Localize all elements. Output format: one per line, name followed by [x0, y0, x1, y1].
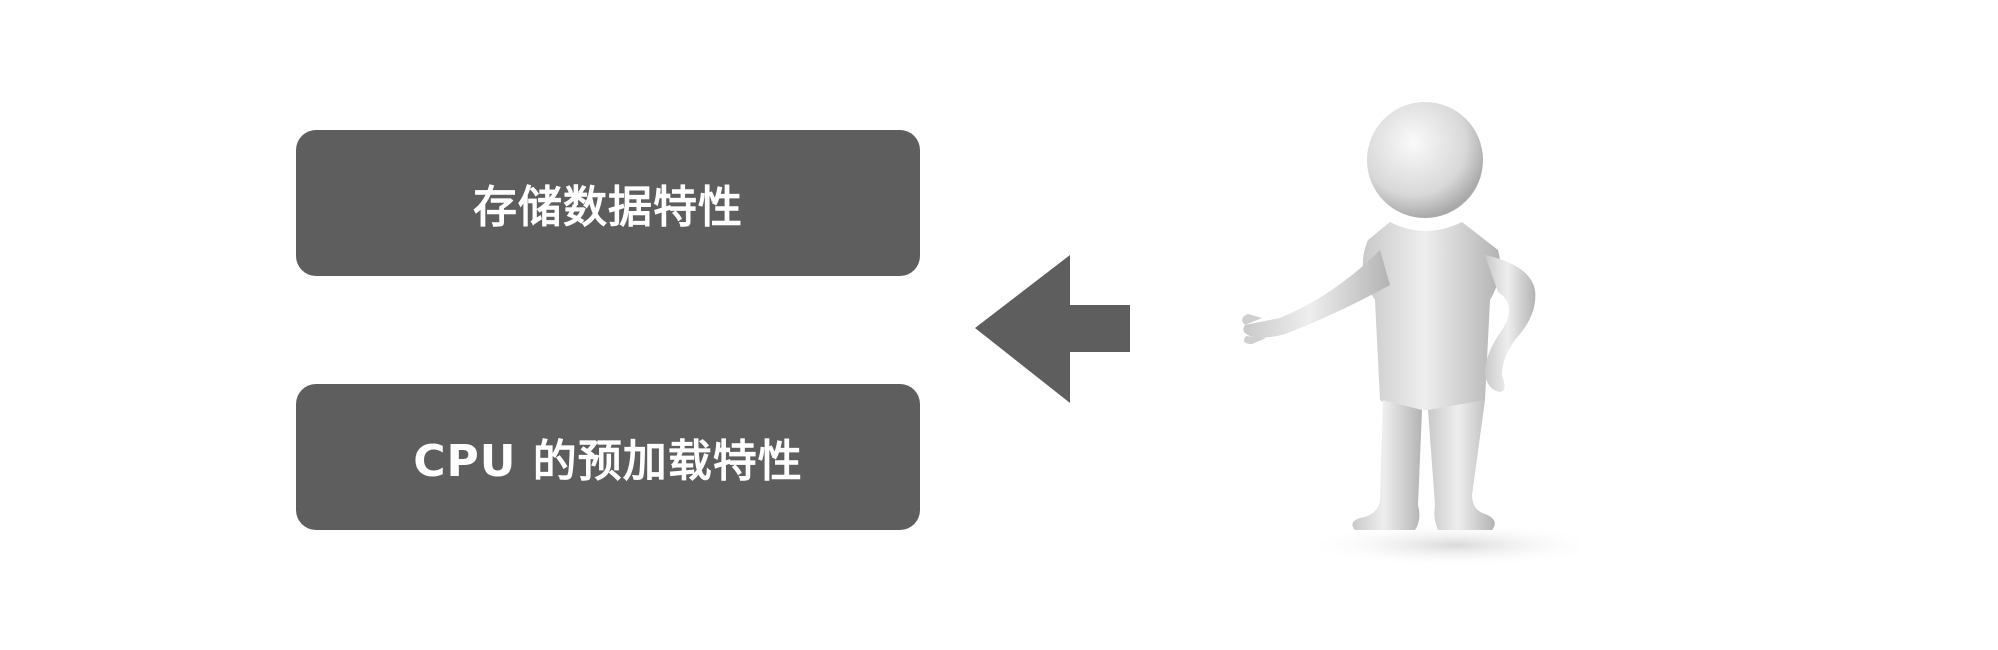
- storage-data-characteristics-label: 存储数据特性: [473, 182, 743, 233]
- cpu-prefetch-characteristics-box: CPU 的预加载特性: [296, 384, 920, 530]
- storage-data-characteristics-box: 存储数据特性: [296, 130, 920, 276]
- cpu-prefetch-characteristics-label: CPU 的预加载特性: [413, 436, 803, 487]
- left-arrow-icon: [975, 255, 1130, 403]
- presenter-figure-icon: [1242, 102, 1580, 567]
